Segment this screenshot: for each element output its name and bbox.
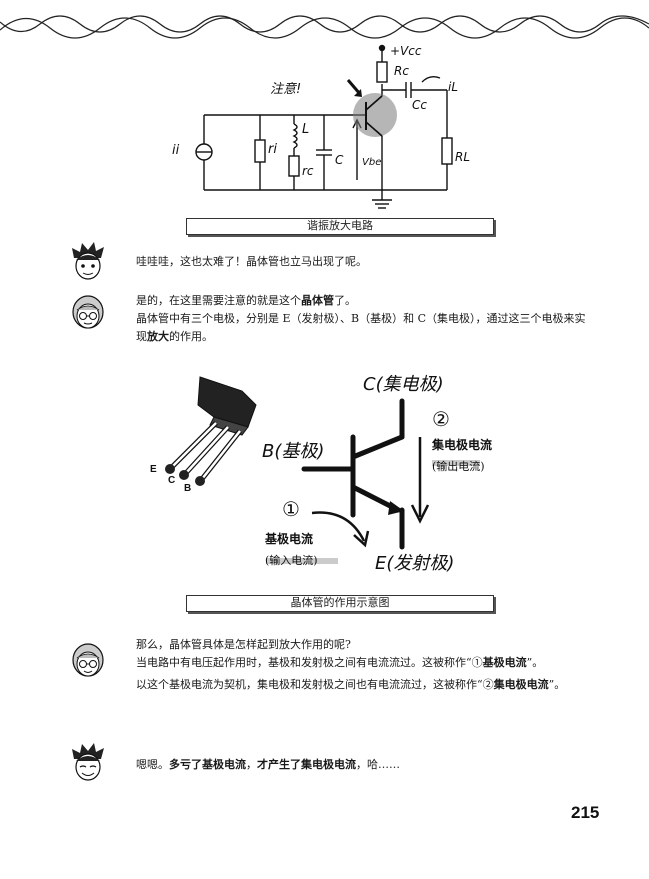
keyword-amplify: 放大: [147, 330, 169, 343]
boy-character-avatar-2: [72, 743, 104, 781]
girl-with-glasses-avatar: [72, 295, 104, 329]
circuit-rl-label: RL: [455, 150, 471, 164]
circuit-il-label: iL: [448, 80, 459, 94]
dialogue-3-line2: 当电路中有电压起作用时，基极和发射极之间有电流流过。这被称作“①基极电流”。: [136, 656, 544, 669]
base-current-label: 基极电流: [265, 532, 314, 546]
keyword-collector-current: 集电极电流: [493, 678, 549, 691]
circuit-c-label: C: [335, 153, 344, 167]
dialogue-2: 是的，在这里需要注意的就是这个晶体管了。 晶体管中有三个电极，分别是 E（发射极…: [136, 292, 586, 346]
base-current-number: ①: [282, 497, 300, 521]
girl-with-glasses-avatar-2: [72, 643, 104, 677]
dialogue-3-line1: 那么，晶体管具体是怎样起到放大作用的呢?: [136, 638, 351, 651]
dialogue-1-text: 哇哇哇，这也太难了！晶体管也立马出现了呢。: [136, 255, 367, 268]
circuit-caption: 谐振放大电路: [186, 218, 494, 235]
circuit-vcc-label: +Vcc: [390, 44, 422, 58]
dialogue-2-line1: 是的，在这里需要注意的就是这个晶体管了。: [136, 294, 356, 307]
circuit-vbe-label: Vbe: [362, 157, 382, 168]
dialogue-3: 那么，晶体管具体是怎样起到放大作用的呢? 当电路中有电压起作用时，基极和发射极之…: [136, 636, 586, 694]
collector-current-number: ②: [432, 407, 450, 431]
keyword-transistor: 晶体管: [301, 294, 334, 307]
input-current-label: (输入电流): [265, 554, 318, 567]
transistor-caption: 晶体管的作用示意图: [186, 595, 494, 612]
circuit-ri-label: ri: [268, 142, 277, 157]
pin-e-label: E: [150, 464, 157, 475]
dialogue-4-text: 嗯嗯。多亏了基极电流，才产生了集电极电流，哈……: [136, 758, 400, 771]
pin-c-label: C: [168, 475, 176, 486]
circuit-rc-top-label: Rc: [394, 64, 409, 78]
circuit-note-label: 注意!: [270, 82, 302, 97]
collector-current-label: 集电极电流: [432, 438, 493, 452]
dialogue-4: 嗯嗯。多亏了基极电流，才产生了集电极电流，哈……: [136, 756, 586, 774]
page-number: 215: [571, 803, 600, 822]
keyword-base-current: 基极电流: [482, 656, 527, 669]
dialogue-3-line3: 以这个基极电流为契机，集电极和发射极之间也有电流流过，这被称作“②集电极电流”。: [136, 678, 566, 691]
boy-character-avatar: [72, 242, 104, 280]
circuit-l-label: L: [302, 122, 310, 137]
dialogue-2-line2: 晶体管中有三个电极，分别是 E（发射极）、B（基极）和 C（集电极），通过这三个…: [136, 312, 586, 343]
transistor-illustration: [165, 376, 480, 564]
pin-b-label: B: [184, 483, 192, 494]
wavy-border-decoration: [0, 15, 649, 39]
circuit-ii-label: ii: [172, 143, 180, 158]
dialogue-1: 哇哇哇，这也太难了！晶体管也立马出现了呢。: [136, 253, 586, 271]
output-current-label: (输出电流): [432, 460, 485, 473]
circuit-cc-label: Cc: [412, 98, 427, 112]
circuit-rc-label: rc: [302, 164, 314, 178]
collector-label: C(集电极): [363, 374, 444, 395]
transistor-package-drawing: [165, 376, 257, 486]
emitter-label: E(发射极): [375, 553, 455, 574]
base-label: B(基极): [262, 441, 325, 462]
resonant-amplifier-circuit: [195, 44, 453, 209]
transistor-caption-text: 晶体管的作用示意图: [290, 597, 390, 609]
circuit-caption-text: 谐振放大电路: [307, 220, 373, 232]
